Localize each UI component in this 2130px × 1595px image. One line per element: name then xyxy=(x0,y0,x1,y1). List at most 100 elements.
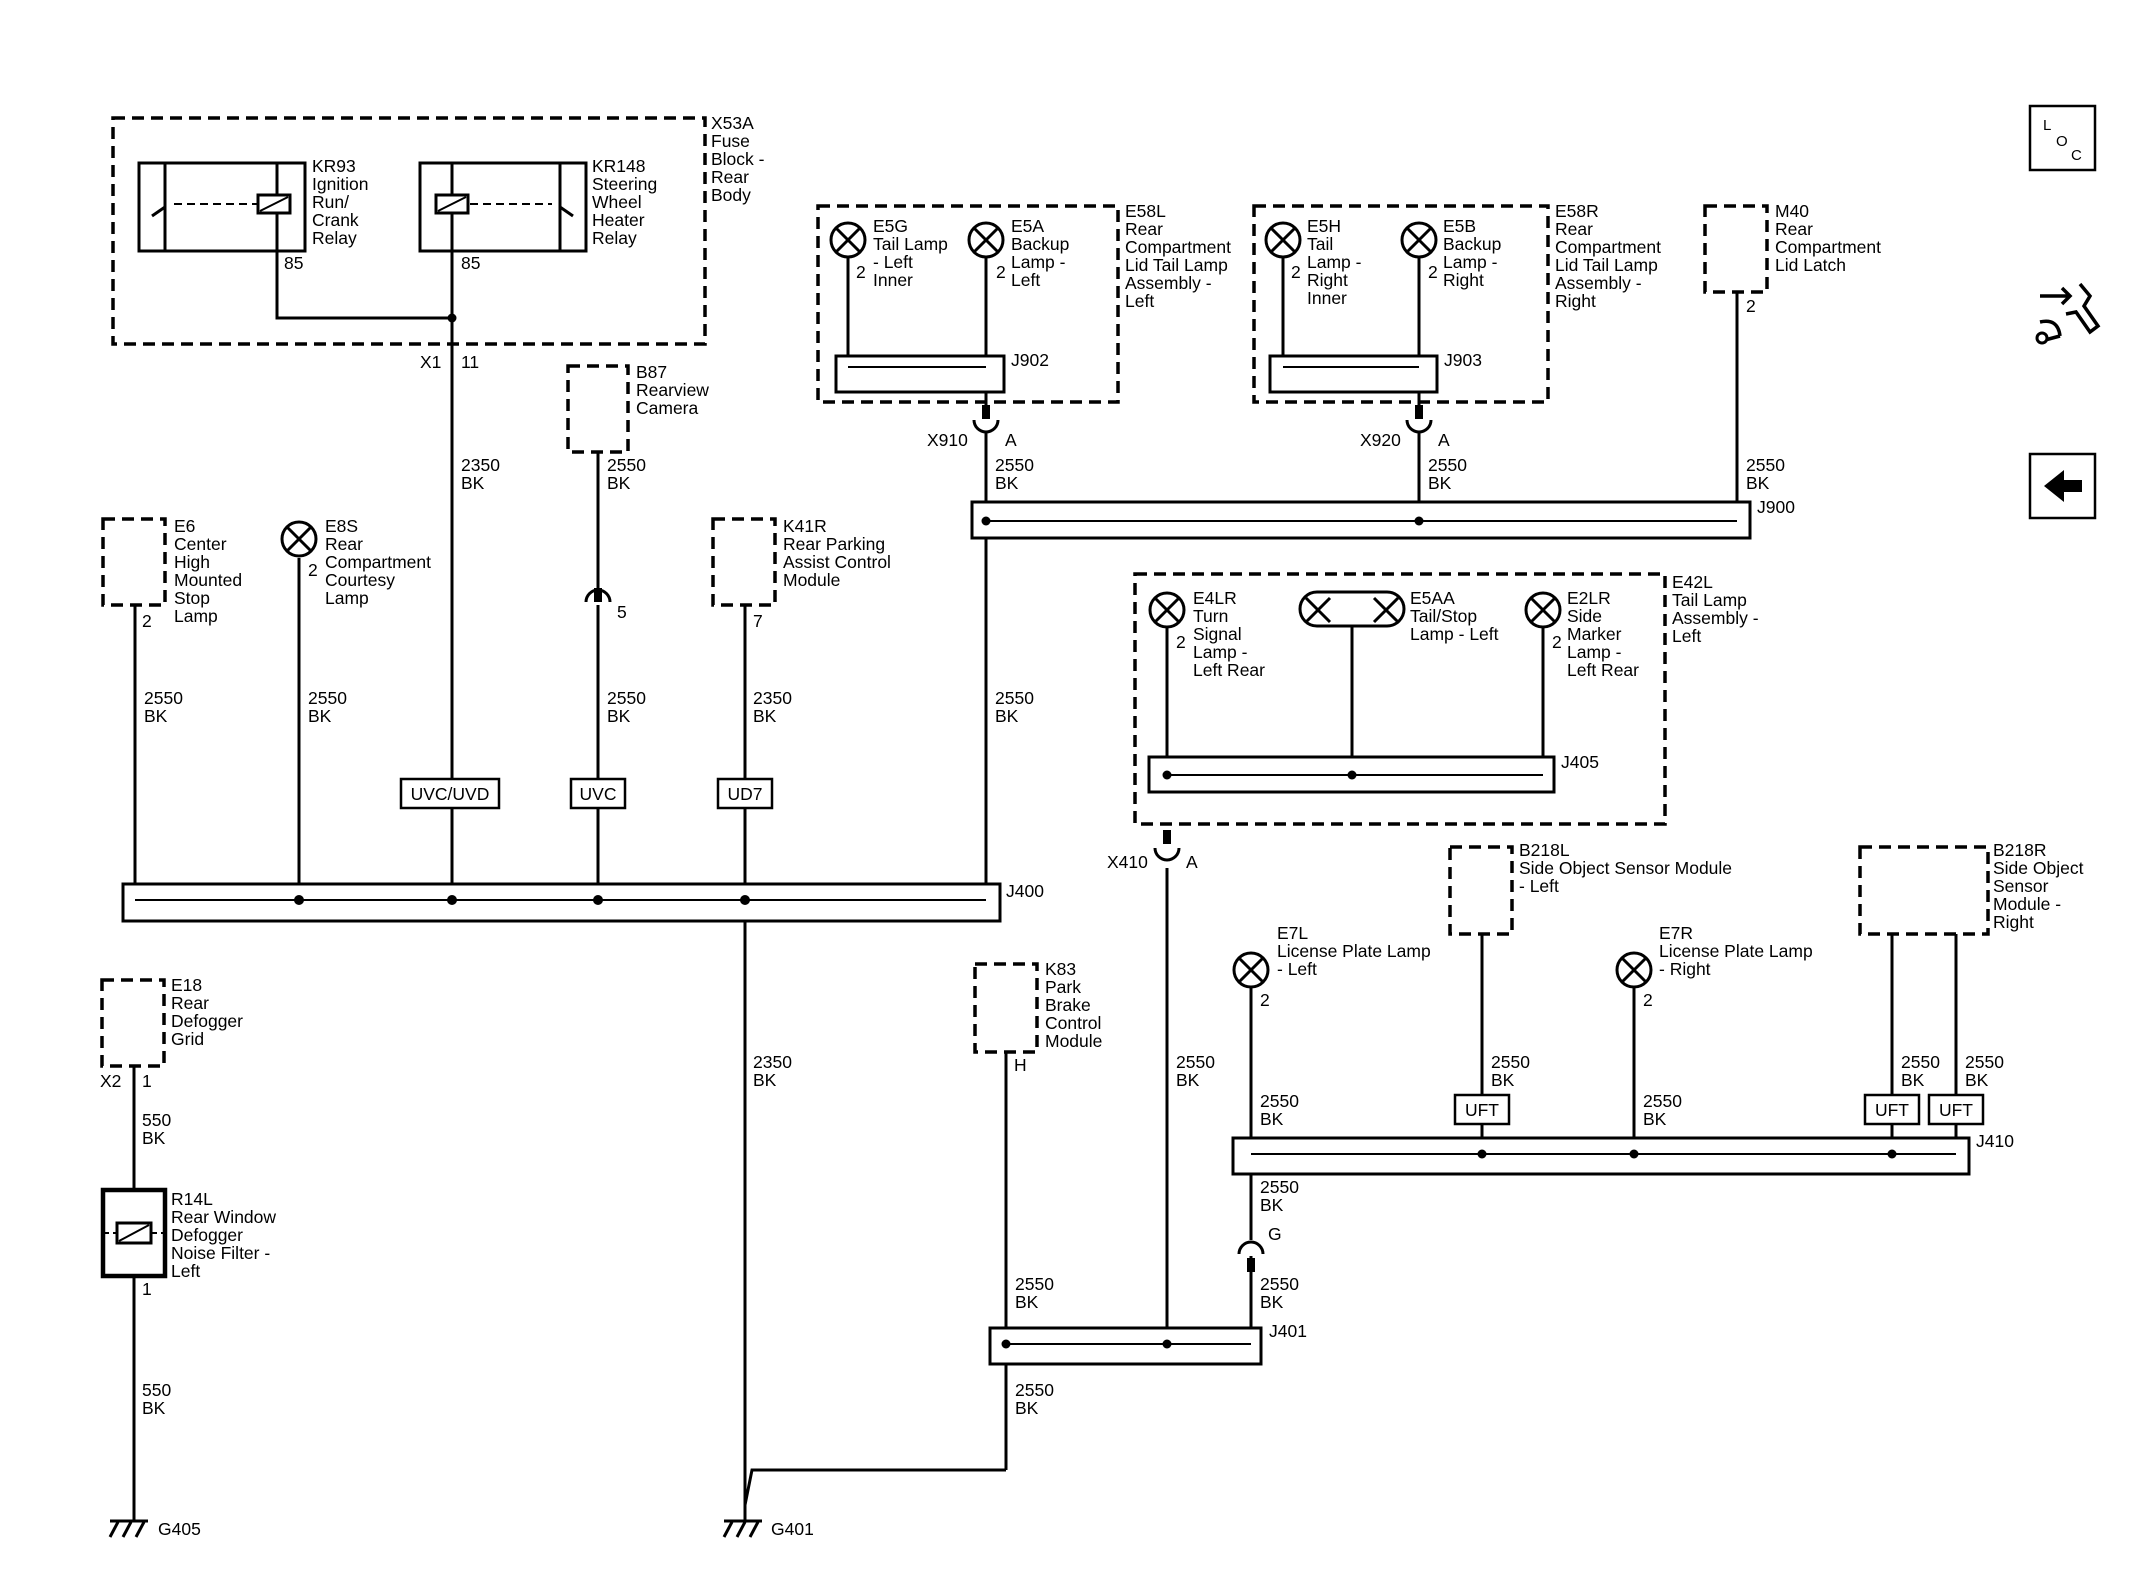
splice-j902: J902 xyxy=(1011,350,1049,370)
svg-text:BK: BK xyxy=(142,1128,166,1148)
svg-text:Turn: Turn xyxy=(1193,606,1228,626)
wire-tags: UVC/UVD UVC UD7 UFT UFT UFT xyxy=(399,777,1985,1126)
svg-text:2550: 2550 xyxy=(1428,455,1467,475)
svg-text:Rear Window: Rear Window xyxy=(171,1207,276,1227)
svg-text:BK: BK xyxy=(753,1070,777,1090)
svg-text:Lid Tail Lamp: Lid Tail Lamp xyxy=(1125,255,1228,275)
svg-text:BK: BK xyxy=(1015,1398,1039,1418)
connector-tool-button[interactable] xyxy=(2035,282,2101,345)
svg-text:M40: M40 xyxy=(1775,201,1809,221)
component-outlines xyxy=(100,116,1990,1068)
svg-text:Courtesy: Courtesy xyxy=(325,570,395,590)
svg-text:E5G: E5G xyxy=(873,216,908,236)
svg-text:E5H: E5H xyxy=(1307,216,1341,236)
svg-text:2: 2 xyxy=(1291,262,1301,282)
svg-text:Lamp: Lamp xyxy=(325,588,369,608)
svg-text:H: H xyxy=(1014,1055,1027,1075)
svg-text:License Plate Lamp: License Plate Lamp xyxy=(1277,941,1431,961)
svg-text:Left: Left xyxy=(171,1261,200,1281)
lamp-e8s xyxy=(280,520,318,558)
svg-text:Right: Right xyxy=(1555,291,1596,311)
svg-text:Assembly -: Assembly - xyxy=(1672,608,1759,628)
svg-text:Inner: Inner xyxy=(873,270,913,290)
svg-text:X410: X410 xyxy=(1107,852,1148,872)
svg-text:BK: BK xyxy=(1901,1070,1925,1090)
svg-text:G: G xyxy=(1268,1224,1282,1244)
svg-text:K83: K83 xyxy=(1045,959,1076,979)
svg-text:B218R: B218R xyxy=(1993,840,2047,860)
svg-text:Rear: Rear xyxy=(1555,219,1593,239)
splice-j400: J400 xyxy=(1006,881,1044,901)
svg-text:Compartment: Compartment xyxy=(1555,237,1661,257)
svg-text:2550: 2550 xyxy=(1260,1274,1299,1294)
svg-text:Lamp -: Lamp - xyxy=(1011,252,1066,272)
svg-text:L: L xyxy=(2043,117,2051,134)
lamp-e4lr xyxy=(1148,591,1186,629)
svg-text:E58R: E58R xyxy=(1555,201,1599,221)
tag-uvc: UVC xyxy=(580,784,617,804)
svg-text:BK: BK xyxy=(995,473,1019,493)
svg-text:2550: 2550 xyxy=(1260,1091,1299,1111)
svg-text:Right: Right xyxy=(1993,912,2034,932)
svg-text:Lamp -: Lamp - xyxy=(1307,252,1362,272)
svg-text:BK: BK xyxy=(1428,473,1452,493)
lamp-e2lr xyxy=(1524,591,1562,629)
svg-text:2550: 2550 xyxy=(1015,1274,1054,1294)
svg-text:Rear: Rear xyxy=(171,993,209,1013)
svg-text:Compartment: Compartment xyxy=(1775,237,1881,257)
svg-text:Signal: Signal xyxy=(1193,624,1242,644)
svg-text:2: 2 xyxy=(996,262,1006,282)
lamps xyxy=(280,221,1653,989)
ground-label-g401: G401 xyxy=(771,1519,814,1539)
loc-button[interactable]: L O C xyxy=(2028,104,2097,172)
ground-g401 xyxy=(722,1519,762,1538)
svg-text:Control: Control xyxy=(1045,1013,1101,1033)
svg-text:85: 85 xyxy=(461,253,480,273)
svg-text:Compartment: Compartment xyxy=(325,552,431,572)
svg-text:Module: Module xyxy=(1045,1031,1102,1051)
svg-text:A: A xyxy=(1005,430,1017,450)
svg-text:Rear: Rear xyxy=(1775,219,1813,239)
svg-text:Backup: Backup xyxy=(1443,234,1501,254)
svg-text:550: 550 xyxy=(142,1380,171,1400)
svg-text:2350: 2350 xyxy=(753,1052,792,1072)
svg-text:Ignition: Ignition xyxy=(312,174,368,194)
svg-text:Rear Parking: Rear Parking xyxy=(783,534,885,554)
svg-text:Block -: Block - xyxy=(711,149,765,169)
svg-text:Tail/Stop: Tail/Stop xyxy=(1410,606,1477,626)
svg-text:11: 11 xyxy=(461,352,479,372)
svg-text:2: 2 xyxy=(1746,296,1756,316)
svg-text:X2: X2 xyxy=(100,1071,121,1091)
back-button[interactable] xyxy=(2028,452,2097,520)
lamp-e5a xyxy=(967,221,1005,259)
svg-text:Rearview: Rearview xyxy=(636,380,709,400)
tag-uft-b218r-2: UFT xyxy=(1939,1100,1973,1120)
svg-text:BK: BK xyxy=(1260,1195,1284,1215)
splice-j401: J401 xyxy=(1269,1321,1307,1341)
svg-text:Side: Side xyxy=(1567,606,1602,626)
svg-text:BK: BK xyxy=(1260,1109,1284,1129)
svg-text:E5B: E5B xyxy=(1443,216,1476,236)
svg-text:E5AA: E5AA xyxy=(1410,588,1455,608)
svg-text:Wheel: Wheel xyxy=(592,192,642,212)
svg-text:1: 1 xyxy=(142,1279,152,1299)
svg-text:Assembly -: Assembly - xyxy=(1125,273,1212,293)
ground-label-g405: G405 xyxy=(158,1519,201,1539)
svg-text:2350: 2350 xyxy=(461,455,500,475)
svg-text:BK: BK xyxy=(308,706,332,726)
svg-text:1: 1 xyxy=(142,1071,152,1091)
svg-text:- Left: - Left xyxy=(1277,959,1317,979)
svg-text:Rear: Rear xyxy=(711,167,749,187)
svg-text:Defogger: Defogger xyxy=(171,1011,243,1031)
